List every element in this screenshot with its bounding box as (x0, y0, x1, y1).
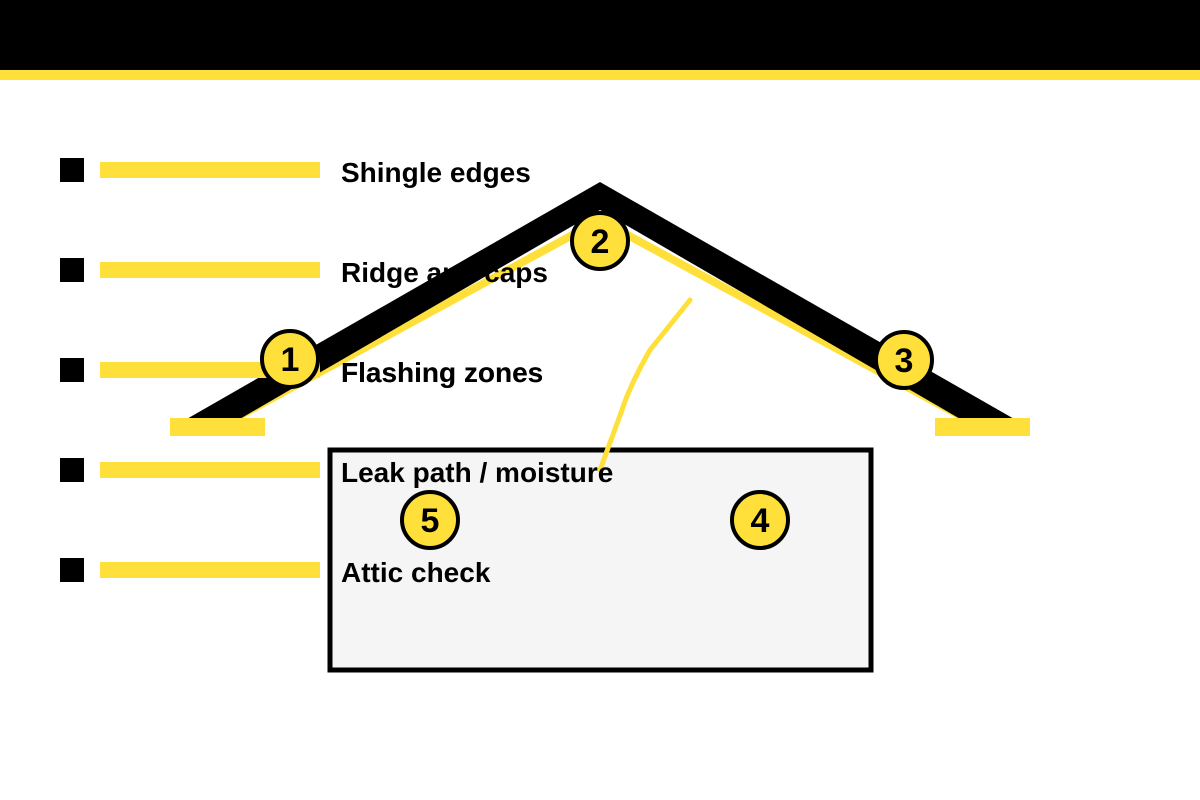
legend-square (60, 158, 84, 182)
marker-4: 4 (730, 490, 790, 550)
legend-square (60, 358, 84, 382)
legend-square (60, 258, 84, 282)
legend-bar (100, 262, 320, 278)
legend-item-shingle: Shingle edges (60, 157, 531, 188)
marker-number: 5 (421, 502, 440, 540)
marker-circle (400, 490, 460, 550)
marker-circle (874, 330, 934, 390)
legend-square (60, 458, 84, 482)
legend-item-leak: Leak path / moisture (60, 457, 613, 488)
legend-bar (100, 462, 320, 478)
legend-label: Attic check (341, 557, 491, 588)
eave-cap-left (170, 418, 265, 436)
marker-circle (730, 490, 790, 550)
legend-label: Shingle edges (341, 157, 531, 188)
header-bar (0, 0, 1200, 70)
legend-label: Flashing zones (341, 357, 543, 388)
marker-5: 5 (400, 490, 460, 550)
legend-label: Leak path / moisture (341, 457, 613, 488)
legend: Shingle edges Ridge and caps Flashing zo… (60, 157, 613, 588)
eave-cap-right (935, 418, 1030, 436)
legend-item-attic: Attic check (60, 557, 491, 588)
marker-3: 3 (874, 330, 934, 390)
legend-label: Ridge and caps (341, 257, 548, 288)
legend-square (60, 558, 84, 582)
leak-path-line (597, 297, 693, 473)
marker-number: 2 (591, 223, 610, 261)
marker-number: 4 (751, 502, 770, 540)
header-accent-stripe (0, 70, 1200, 80)
marker-circle (260, 329, 320, 389)
marker-2: 2 (570, 211, 630, 271)
marker-number: 3 (895, 342, 914, 380)
marker-number: 1 (281, 341, 300, 379)
legend-item-ridge: Ridge and caps (60, 257, 548, 288)
roof-outline (185, 182, 1016, 420)
marker-1: 1 (260, 329, 320, 389)
legend-bar (100, 562, 320, 578)
marker-circle (570, 211, 630, 271)
legend-label-flashing-overlay: Flashing zones (341, 357, 543, 388)
legend-bar (100, 162, 320, 178)
house-body (327, 447, 874, 673)
